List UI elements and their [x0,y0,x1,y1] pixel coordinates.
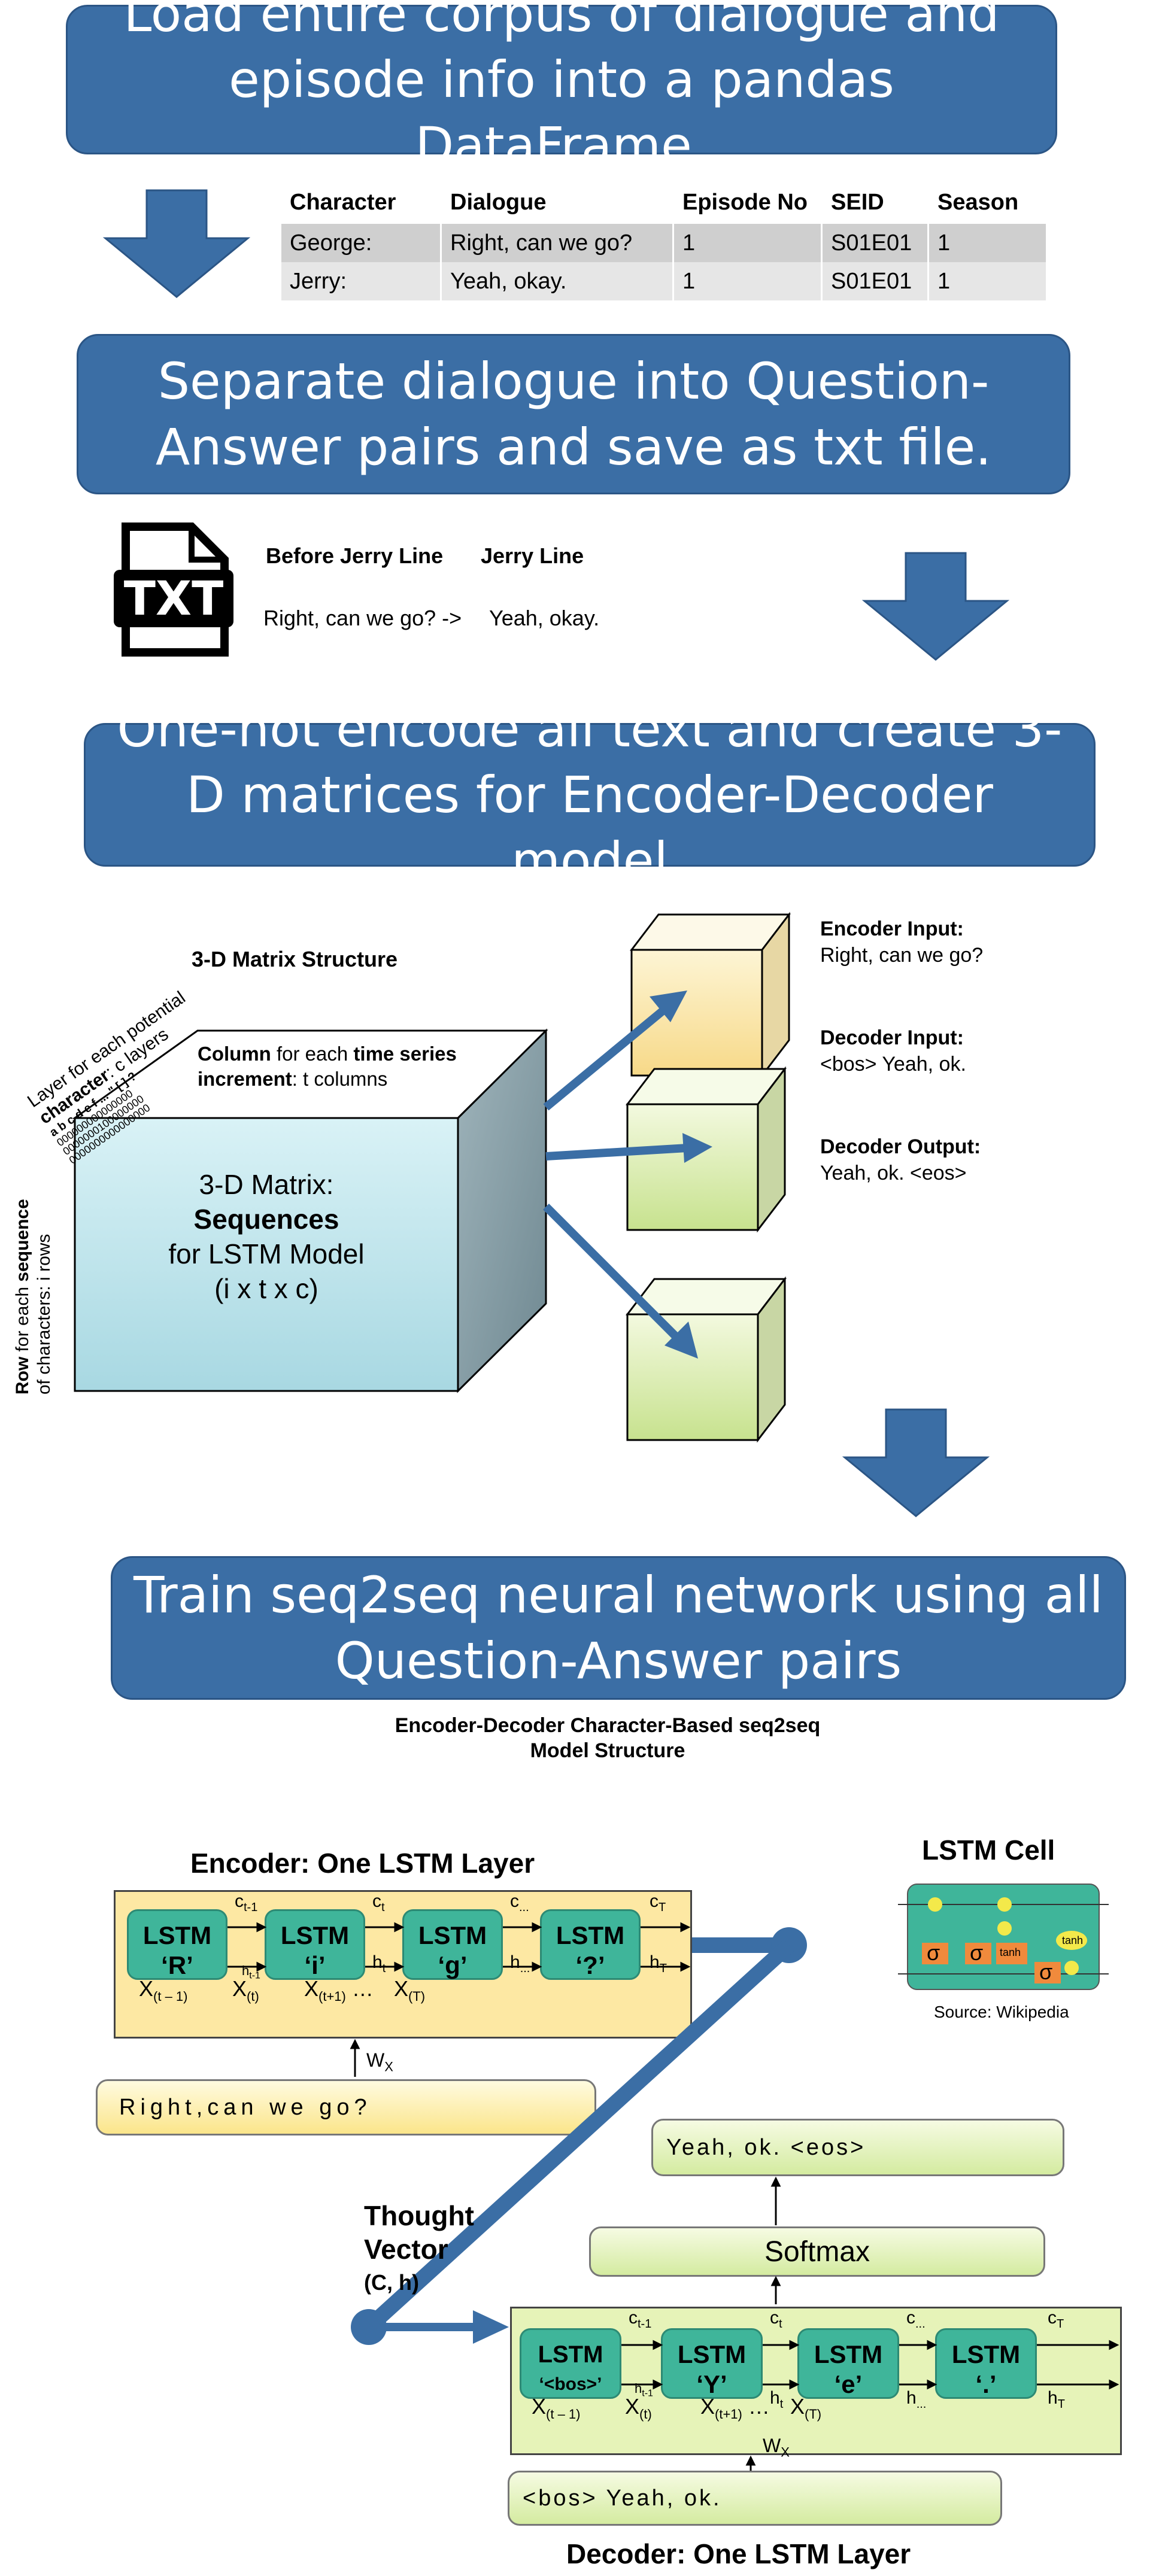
sigma-icon: σ [927,1940,940,1965]
step2-text: Separate dialogue into Question-Answer p… [155,352,992,476]
x-label: X(T) [394,1976,426,2004]
col-header: Season [937,189,1019,215]
lstm-cell-title: LSTM Cell [922,1834,1055,1866]
matrix-front-label: 3-D Matrix: Sequences for LSTM Model (i … [168,1169,365,1304]
decoder-lstm-cell: LSTM‘<bos>’ [520,2328,621,2399]
decoder-output-text: Yeah, ok. <eos> [651,2119,1064,2176]
dataframe-table: Character Dialogue Episode No SEID Seaso… [281,181,1048,300]
x-label: X(t+1) … [304,1976,374,2004]
lstm-cell-diagram: σ σ tanh σ tanh [898,1878,1109,1998]
c-label: c... [510,1891,529,1914]
table-cell: 1 [929,224,1048,262]
table-cell: Yeah, okay. [442,262,674,300]
encoder-lstm-cell: LSTM‘i’ [265,1909,365,1980]
wx-label-decoder: WX [763,2435,790,2460]
tanh-label: tanh [1000,1946,1021,1958]
step2-banner: Separate dialogue into Question-Answer p… [77,334,1070,494]
col-header: Character [290,189,396,215]
decoder-lstm-cell: LSTM‘.’ [935,2328,1037,2399]
step4-text: Train seq2seq neural network using all Q… [133,1566,1103,1690]
x-label: X(t+1) … [700,2394,770,2422]
down-arrow-1 [102,189,251,298]
model-caption: Encoder-Decoder Character-Based seq2seq … [395,1714,821,1762]
x-label: X(t) [625,2394,652,2422]
table-cell: 1 [929,262,1048,300]
thought-vector-label: Thought Vector (C, h) [364,2200,474,2295]
sigma-icon: σ [1039,1960,1053,1984]
wx-label-encoder: WX [366,2049,393,2074]
table-cell: 1 [674,262,823,300]
sigma-icon: σ [970,1940,984,1965]
txt-file-icon: TXT [114,521,233,658]
down-arrow-3 [842,1408,990,1517]
encoder-input-desc: Encoder Input: Right, can we go? [820,918,984,967]
encoder-lstm-cell: LSTM‘g’ [402,1909,503,1980]
encoder-lstm-cell: LSTM‘?’ [540,1909,641,1980]
col-header: SEID [831,189,884,215]
c-label: cT [1048,2308,1064,2331]
encoder-input-text: Right,can we go? [96,2079,596,2135]
example-answer: Yeah, okay. [489,606,600,630]
col-header: Episode No [682,189,808,215]
tanh-label: tanh [1062,1934,1084,1946]
column-description: Column for each time series increment: t… [198,1043,457,1090]
c-label: ct [770,2308,782,2331]
jerry-line-header: Jerry Line [481,543,584,568]
h-label: hT [1048,2388,1065,2411]
down-arrow-2 [861,552,1010,661]
c-label: ct-1 [629,2308,652,2331]
c-label: ct-1 [235,1891,258,1914]
decoder-lstm-cell: LSTM‘e’ [797,2328,899,2399]
c-label: ct [372,1891,385,1914]
h-label: ht [770,2388,784,2411]
x-label: X(T) [790,2394,822,2422]
encoder-title: Encoder: One LSTM Layer [190,1848,535,1879]
lstm-cell-source: Source: Wikipedia [934,2003,1069,2021]
x-label: X(t) [232,1976,259,2004]
h-label: h... [906,2388,927,2411]
table-cell: Right, can we go? [442,224,674,262]
decoder-input-desc: Decoder Input: <bos> Yeah, ok. [820,1026,966,1076]
step4-banner: Train seq2seq neural network using all Q… [111,1556,1126,1700]
table-row: George: Right, can we go? 1 S01E01 1 [281,224,1048,262]
decoder-lstm-cell: LSTM‘Y’ [661,2328,763,2399]
step1-text: Load entire corpus of dialogue and episo… [123,0,1000,175]
c-label: c... [906,2308,926,2331]
encoder-lstm-cell: LSTM‘R’ [127,1909,227,1980]
h-overlap-label: ht-1 [635,2381,653,2399]
col-header: Dialogue [450,189,547,215]
table-cell: George: [281,224,442,262]
x-label: X(t – 1) [139,1976,188,2004]
decoder-output-desc: Decoder Output: Yeah, ok. <eos> [820,1135,981,1184]
step3-banner: One-hot encode all text and create 3-D m… [84,700,1096,890]
c-label: cT [650,1891,666,1914]
x-label: X(t – 1) [532,2394,581,2422]
example-question: Right, can we go? -> [263,606,462,630]
table-cell: Jerry: [281,262,442,300]
before-jerry-header: Before Jerry Line [266,543,444,568]
table-cell: S01E01 [823,262,929,300]
txt-icon-label: TXT [123,572,224,626]
table-cell: S01E01 [823,224,929,262]
table-header-row: Character Dialogue Episode No SEID Seaso… [281,181,1048,224]
step1-banner: Load entire corpus of dialogue and episo… [66,0,1057,175]
table-cell: 1 [674,224,823,262]
softmax-layer: Softmax [589,2226,1045,2277]
decoder-title: Decoder: One LSTM Layer [566,2538,911,2569]
matrix-structure-title: 3-D Matrix Structure [192,947,398,971]
step3-text: One-hot encode all text and create 3-D m… [117,700,1063,890]
table-row: Jerry: Yeah, okay. 1 S01E01 1 [281,262,1048,300]
decoder-input-text: <bos> Yeah, ok. [508,2471,1002,2526]
